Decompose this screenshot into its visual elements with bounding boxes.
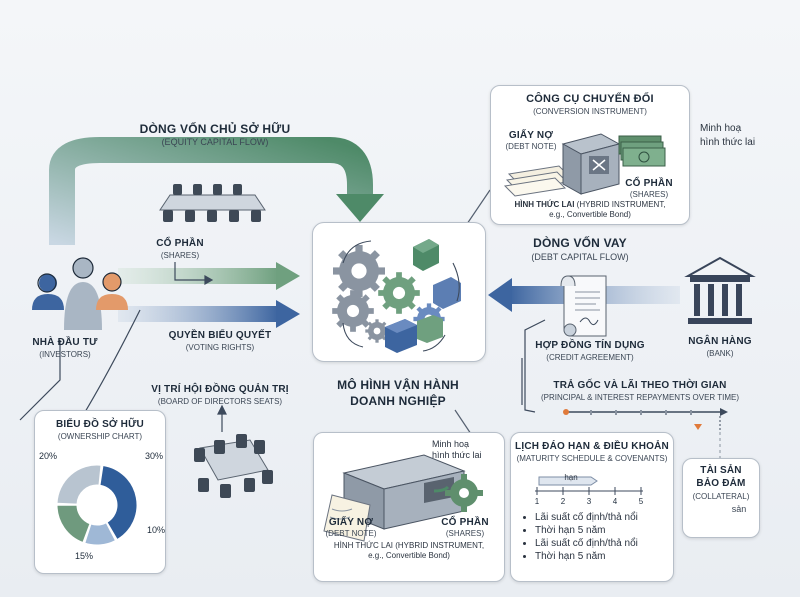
conversion2-debt-note-label: GIẤY NỢ bbox=[328, 517, 374, 528]
ownership-chart-panel: BIỂU ĐỒ SỞ HỮU (OWNERSHIP CHART) 30% 10% 1… bbox=[34, 410, 166, 574]
conversion2-hybrid-example: e.g., Convertible Bond) bbox=[368, 551, 450, 560]
conversion-side-note-line1: Minh hoạ bbox=[700, 123, 742, 134]
maturity-tick-3: 3 bbox=[586, 497, 592, 506]
debt-note-paper-icon bbox=[323, 494, 371, 542]
board-seats-sublabel: (BOARD OF DIRECTORS SEATS) bbox=[157, 397, 283, 406]
voting-flow-arrow bbox=[118, 300, 300, 328]
ownership-slice-label: 30% bbox=[145, 451, 163, 461]
green-gear-icon bbox=[445, 474, 483, 512]
ownership-chart-subtitle: (OWNERSHIP CHART) bbox=[57, 432, 143, 441]
repayment-title: TRẢ GỐC VÀ LÃI THEO THỜI GIAN bbox=[553, 380, 727, 391]
collateral-line3: (COLLATERAL) bbox=[692, 492, 750, 501]
board-seats-label: VỊ TRÍ HỘI ĐỒNG QUẢN TRỊ bbox=[151, 384, 289, 395]
conversion2-side-note-line1: Minh hoạ bbox=[432, 439, 470, 449]
shares-banknotes-icon bbox=[618, 135, 666, 167]
conversion-instrument-panel: CÔNG CỤ CHUYỂN ĐỔI (CONVERSION INSTRUMEN… bbox=[490, 85, 690, 225]
conversion-title: CÔNG CỤ CHUYỂN ĐỔI bbox=[526, 93, 654, 105]
equity-flow-subtitle: (EQUITY CAPITAL FLOW) bbox=[161, 137, 269, 147]
conversion-debt-note-label: GIẤY NỢ bbox=[508, 130, 554, 141]
conversion-machine-icon-2 bbox=[323, 454, 483, 542]
business-model-title-line2: DOANH NGHIỆP bbox=[350, 394, 446, 408]
credit-agreement-label: HỢP ĐỒNG TÍN DỤNG bbox=[535, 340, 645, 351]
investors-icon bbox=[32, 257, 128, 330]
conversion-side-note-line2: hình thức lai bbox=[700, 137, 756, 148]
conversion-shares-label: CỔ PHẦN bbox=[625, 178, 673, 189]
maturity-title: LỊCH ĐÁO HẠN & ĐIỀU KHOẢN bbox=[515, 441, 669, 452]
maturity-term: Thời hạn 5 năm bbox=[535, 524, 638, 537]
ownership-slice bbox=[99, 464, 138, 541]
maturity-tick-2: 2 bbox=[560, 497, 566, 506]
maturity-subtitle: (MATURITY SCHEDULE & COVENANTS) bbox=[516, 454, 668, 463]
maturity-bar-label: hạn bbox=[564, 473, 578, 482]
conversion2-shares-label: CỔ PHẦN bbox=[441, 517, 489, 528]
shares-sublabel: (SHARES) bbox=[160, 251, 200, 260]
conversion-hybrid-sub: (HYBRID INSTRUMENT, bbox=[576, 200, 666, 209]
collateral-line4: sản bbox=[731, 504, 747, 514]
conversion2-shares-sublabel: (SHARES) bbox=[445, 529, 485, 538]
debt-flow-subtitle: (DEBT CAPITAL FLOW) bbox=[531, 252, 629, 262]
conversion2-hybrid-label: HÌNH THỨC LAI (HYBRID INSTRUMENT, bbox=[333, 541, 485, 550]
ownership-slice-label: 20% bbox=[39, 451, 57, 461]
conversion2-debt-note-sublabel: (DEBT NOTE) bbox=[325, 529, 377, 538]
maturity-tick-1: 1 bbox=[534, 497, 540, 506]
credit-agreement-sublabel: (CREDIT AGREEMENT) bbox=[546, 353, 634, 362]
bank-icon bbox=[684, 256, 756, 324]
gear-icon bbox=[333, 245, 385, 297]
collateral-line2: BẢO ĐẢM bbox=[696, 478, 746, 489]
boardroom-top-icon bbox=[159, 184, 266, 222]
maturity-scale bbox=[535, 476, 643, 495]
bank-label: NGÂN HÀNG bbox=[688, 336, 752, 347]
maturity-tick-5: 5 bbox=[638, 497, 644, 506]
ownership-slice bbox=[56, 464, 102, 505]
conversion2-side-note-line2: hình thức lai bbox=[432, 450, 482, 460]
cycle-arrows bbox=[342, 240, 460, 352]
conversion-hybrid-label: HÌNH THỨC LAI (HYBRID INSTRUMENT, bbox=[491, 200, 689, 209]
conversion-machine-icon bbox=[503, 133, 666, 197]
conversion-shares-sublabel: (SHARES) bbox=[629, 190, 669, 199]
maturity-terms-list: Lãi suất cố định/thả nổi Thời hạn 5 năm … bbox=[521, 511, 638, 563]
collateral-line1: TÀI SẢN bbox=[700, 465, 742, 476]
maturity-term: Thời hạn 5 năm bbox=[535, 550, 638, 563]
debt-flow-title: DÒNG VỐN VAY bbox=[533, 236, 627, 250]
debt-note-stack-icon bbox=[503, 165, 571, 197]
bank-sublabel: (BANK) bbox=[706, 349, 734, 358]
ownership-slice bbox=[84, 522, 117, 546]
gears-icon bbox=[332, 239, 461, 353]
maturity-schedule-panel: LỊCH ĐÁO HẠN & ĐIỀU KHOẢN (MATURITY SCHE… bbox=[510, 432, 674, 582]
credit-agreement-icon bbox=[560, 275, 607, 337]
investors-label: NHÀ ĐẦU TƯ bbox=[32, 337, 98, 348]
ownership-donut-chart: 30% 10% 15% 20% bbox=[39, 451, 165, 561]
conversion-debt-note-sublabel: (DEBT NOTE) bbox=[505, 142, 557, 151]
gear-icon bbox=[332, 290, 374, 332]
equity-flow-title: DÒNG VỐN CHỦ SỞ HỮU bbox=[139, 122, 291, 136]
repayment-timeline bbox=[563, 408, 728, 430]
boardroom-bottom-icon bbox=[194, 434, 273, 498]
ownership-slice-label: 15% bbox=[75, 551, 93, 561]
maturity-tick-4: 4 bbox=[612, 497, 618, 506]
business-model-title-line1: MÔ HÌNH VẬN HÀNH bbox=[337, 378, 459, 392]
shares-flow-arrow bbox=[118, 262, 300, 290]
collateral-panel: TÀI SẢN BẢO ĐẢM (COLLATERAL) sản bbox=[682, 458, 760, 538]
ownership-slice-label: 10% bbox=[147, 525, 165, 535]
ownership-chart-title: BIỂU ĐỒ SỞ HỮU bbox=[56, 419, 144, 430]
voting-rights-label: QUYỀN BIỂU QUYẾT bbox=[168, 330, 272, 341]
voting-rights-sublabel: (VOTING RIGHTS) bbox=[185, 343, 255, 352]
shares-label: CỔ PHẦN bbox=[156, 238, 204, 249]
conversion-hybrid-example: e.g., Convertible Bond) bbox=[549, 210, 631, 219]
maturity-term: Lãi suất cố định/thả nổi bbox=[535, 511, 638, 524]
equity-flow-arrow bbox=[49, 137, 384, 245]
conversion-illustration-panel: Minh hoạ hình thức lai GIẤY NỢ (DEBT NOT… bbox=[313, 432, 505, 582]
maturity-term: Lãi suất cố định/thả nổi bbox=[535, 537, 638, 550]
business-model-panel bbox=[312, 222, 486, 362]
gear-icon bbox=[378, 272, 420, 314]
conversion-hybrid-title: HÌNH THỨC LAI bbox=[514, 200, 575, 209]
repayment-subtitle: (PRINCIPAL & INTEREST REPAYMENTS OVER TI… bbox=[540, 393, 740, 402]
investors-sublabel: (INVESTORS) bbox=[39, 350, 91, 359]
cube-icons bbox=[385, 239, 461, 353]
conversion-subtitle: (CONVERSION INSTRUMENT) bbox=[533, 107, 647, 116]
ownership-slice bbox=[56, 504, 91, 544]
